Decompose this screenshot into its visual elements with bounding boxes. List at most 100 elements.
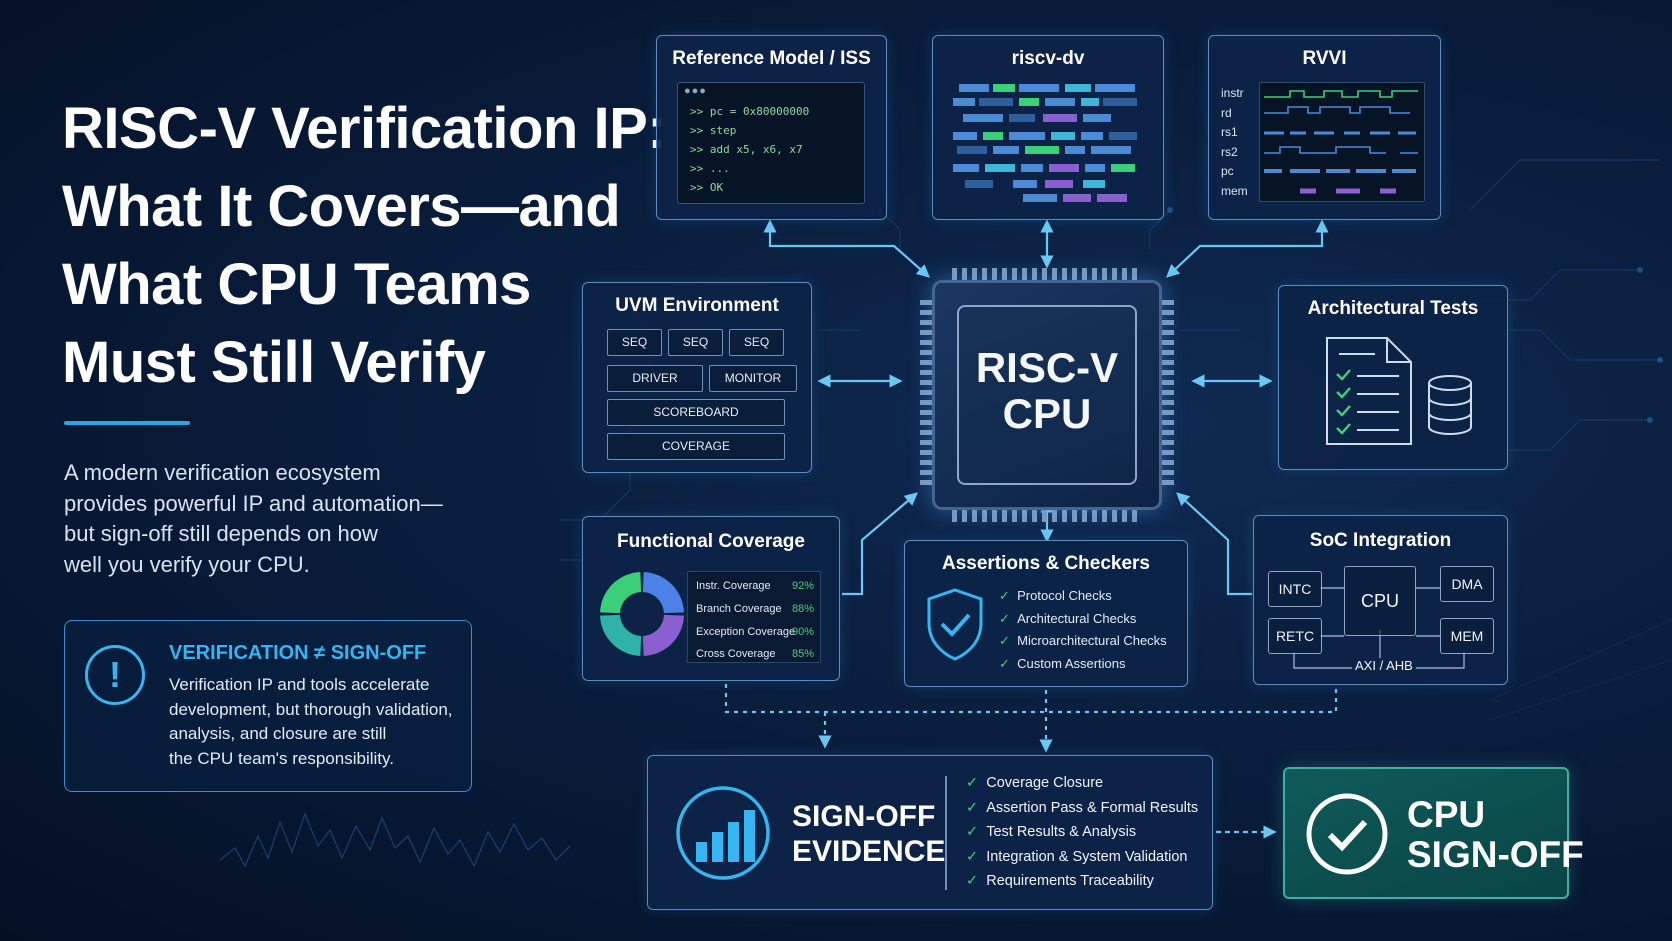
chip-pin (920, 300, 932, 305)
chip-pin (920, 450, 932, 455)
panel-title: SoC Integration (1309, 530, 1452, 551)
panel-title: UVM Environment (615, 295, 779, 316)
donut-segment (600, 614, 642, 656)
callout-line: analysis, and closure are still (169, 724, 387, 743)
chip-pin (1022, 510, 1027, 522)
window-dots-icon: ●●● (684, 85, 707, 97)
chip-pin (920, 350, 932, 355)
chip-label: RISC-V CPU (959, 345, 1135, 437)
chip-pin (1042, 510, 1047, 522)
cpu-signoff-panel: CPU SIGN-OFF (1283, 767, 1584, 899)
chip-pin (1162, 300, 1174, 305)
chip-pin (1072, 268, 1077, 280)
chip-pin (1052, 268, 1057, 280)
chip-pin (972, 268, 977, 280)
assertion-item: ✓ Protocol Checks (999, 588, 1112, 603)
evidence-item: ✓ Requirements Traceability (966, 873, 1154, 889)
chip-pin (1162, 420, 1174, 425)
chip-pin (1002, 510, 1007, 522)
check-icon: ✓ (999, 655, 1010, 671)
soc-bus-label: AXI / AHB (1352, 658, 1416, 673)
soc-mem-block: MEM (1440, 618, 1494, 654)
uvm-sequence-block: SEQ (668, 329, 723, 356)
chip-pin (1052, 510, 1057, 522)
chip-pin (1162, 450, 1174, 455)
terminal-line: >> pc = 0x80000000 (690, 105, 810, 118)
uvm-sequence-block: SEQ (607, 329, 662, 356)
uvm-monitor-block: MONITOR (709, 365, 797, 392)
panel-title: riscv-dv (1011, 48, 1085, 69)
chip-pin (1162, 330, 1174, 335)
signal-label: pc (1221, 164, 1234, 178)
waveform-view (1259, 82, 1425, 202)
uvm-coverage-block: COVERAGE (607, 433, 785, 460)
chip-pin (1132, 268, 1137, 280)
chip-pin (982, 510, 987, 522)
reference-model-panel: Reference Model / ISS ●●● >> pc = 0x8000… (656, 35, 887, 220)
chip-pin (920, 340, 932, 345)
chip-pin (1042, 268, 1047, 280)
evidence-item: ✓ Test Results & Analysis (966, 824, 1137, 840)
chip-pin (920, 380, 932, 385)
chip-pin (1022, 268, 1027, 280)
soc-intc-block: INTC (1268, 571, 1322, 607)
rvvi-panel: RVVI instr rd rs1 rs2 pc mem (1208, 35, 1441, 220)
chip-pin (952, 268, 957, 280)
chip-pin (1162, 340, 1174, 345)
coverage-label: Cross Coverage (696, 648, 776, 660)
chip-pin (1162, 390, 1174, 395)
terminal-window: ●●● >> pc = 0x80000000 >> step >> add x5… (677, 82, 865, 204)
signal-label: mem (1221, 183, 1248, 198)
soc-integration-panel: SoC Integration INTC CPU DMA RETC MEM AX… (1253, 515, 1508, 685)
chip-pin (1012, 510, 1017, 522)
cpu-signoff-label: CPU SIGN-OFF (1407, 795, 1584, 875)
chip-pin (1072, 510, 1077, 522)
chip-pin (952, 510, 957, 522)
check-icon: ✓ (966, 848, 979, 865)
signoff-evidence-line: SIGN-OFF (792, 800, 936, 833)
coverage-label: Exception Coverage (696, 626, 796, 638)
check-icon: ✓ (966, 799, 979, 816)
chip-pin (920, 440, 932, 445)
chip-pin (1162, 480, 1174, 485)
signal-label: rs2 (1221, 144, 1238, 159)
chip-pin (1062, 268, 1067, 280)
assertions-checkers-panel: Assertions & Checkers ✓ Protocol Checks … (904, 540, 1188, 687)
chip-pin (1012, 268, 1017, 280)
chip-pin (920, 310, 932, 315)
chip-pin (1132, 510, 1137, 522)
chip-pin (920, 370, 932, 375)
assertion-check-list: ✓ Protocol Checks ✓ Architectural Checks… (999, 585, 1167, 675)
alert-icon: ! (85, 645, 145, 705)
chip-pin (920, 460, 932, 465)
signal-label: rd (1221, 105, 1232, 120)
chip-pin (920, 470, 932, 475)
soc-dma-block: DMA (1440, 566, 1494, 602)
chip-pin (1122, 510, 1127, 522)
check-icon: ✓ (999, 610, 1010, 626)
signal-labels: instr rd rs1 rs2 pc mem (1221, 84, 1248, 201)
uvm-environment-panel: UVM Environment SEQ SEQ SEQ DRIVER MONIT… (582, 282, 812, 473)
chip-pin (1102, 268, 1107, 280)
assertion-item: ✓ Microarchitectural Checks (999, 633, 1167, 648)
chip-pin (1162, 310, 1174, 315)
check-circle-icon (1306, 793, 1388, 875)
signoff-evidence-line: EVIDENCE (792, 835, 946, 868)
page-title: RISC-V Verification IP: What It Covers—a… (62, 90, 667, 402)
chip-pin (1092, 268, 1097, 280)
callout-title: VERIFICATION ≠ SIGN-OFF (169, 642, 427, 664)
chip-pin (1162, 410, 1174, 415)
chip-pin (920, 330, 932, 335)
chip-pin (1082, 268, 1087, 280)
assertion-item: ✓ Custom Assertions (999, 655, 1126, 671)
panel-title: Assertions & Checkers (941, 553, 1151, 574)
evidence-item: ✓ Coverage Closure (966, 775, 1104, 791)
chip-pin (1162, 370, 1174, 375)
risc-v-cpu-chip: RISC-V CPU (920, 268, 1174, 522)
chip-pin (920, 410, 932, 415)
database-icon (1428, 375, 1472, 435)
check-icon: ✓ (966, 775, 979, 791)
chip-pin (1162, 430, 1174, 435)
